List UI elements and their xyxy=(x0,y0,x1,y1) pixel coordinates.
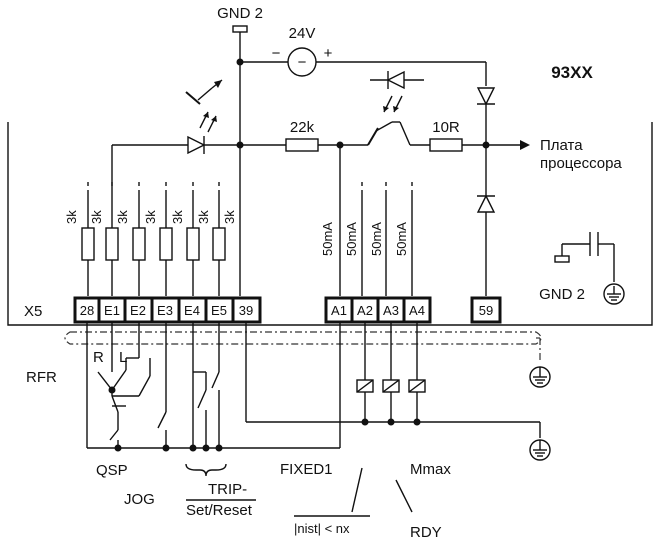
label-fixed1: FIXED1 xyxy=(280,461,333,478)
opto-input-transistor xyxy=(185,79,223,105)
terminal-A1: A1 xyxy=(324,296,354,324)
label-jog: JOG xyxy=(124,491,155,508)
terminal-E3: E3 xyxy=(150,296,181,324)
terminal-label: 59 xyxy=(479,303,493,318)
label-rfr: RFR xyxy=(26,369,57,386)
junction-dot xyxy=(413,418,421,426)
supply-minus-sign: − xyxy=(272,45,281,62)
label-qsp: QSP xyxy=(96,462,128,479)
supply-source: − xyxy=(287,47,317,77)
relay-pointer-lines xyxy=(351,467,413,513)
terminal-E5: E5 xyxy=(204,296,235,324)
label-nist: |nist| < nx xyxy=(294,521,350,536)
junction-dot xyxy=(162,444,170,452)
resistor-label-3k: 3k xyxy=(143,210,158,224)
cable-shield xyxy=(64,331,542,360)
terminal-E1: E1 xyxy=(97,296,127,324)
series-resistor-10R xyxy=(429,138,530,152)
output-label-line1: Плата xyxy=(540,137,583,154)
junction-dot xyxy=(189,444,197,452)
terminal-label: E2 xyxy=(130,303,146,318)
module-housing xyxy=(7,122,653,326)
resistor-label-3k: 3k xyxy=(222,210,237,224)
junction-dot xyxy=(215,444,223,452)
label-trip: TRIP- xyxy=(208,481,247,498)
supply-voltage-label: 24V xyxy=(289,25,316,42)
terminal-A2: A2 xyxy=(350,296,380,324)
gnd2-top-label: GND 2 xyxy=(217,5,263,22)
terminal-E2: E2 xyxy=(123,296,154,324)
terminal-label: A4 xyxy=(409,303,425,318)
terminal-label: 39 xyxy=(239,303,253,318)
resistor-label-3k: 3k xyxy=(89,210,104,224)
supply-plus-sign: + xyxy=(324,45,333,62)
terminal-A4: A4 xyxy=(402,296,432,324)
supply-source-symbol: − xyxy=(298,54,307,71)
gnd2-top-symbol xyxy=(232,25,248,62)
output-current-label: 50mA xyxy=(394,222,409,256)
label-set-reset: Set/Reset xyxy=(186,502,253,519)
output-current-label: 50mA xyxy=(369,222,384,256)
resistor-label-3k: 3k xyxy=(64,210,79,224)
terminal-label: E1 xyxy=(104,303,120,318)
earth-icon xyxy=(529,366,551,388)
base-resistor-22k xyxy=(240,138,368,152)
junction-dot xyxy=(202,444,210,452)
earth-icon xyxy=(529,439,551,461)
output-label-line2: процессора xyxy=(540,155,622,172)
junction-dot xyxy=(361,418,369,426)
terminal-label: A2 xyxy=(357,303,373,318)
resistor-label-3k: 3k xyxy=(115,210,130,224)
module-title: 93XX xyxy=(551,63,593,82)
terminal-59: 59 xyxy=(470,296,502,324)
terminal-label: 28 xyxy=(80,303,94,318)
protection-diodes xyxy=(476,87,496,296)
output-lines xyxy=(339,145,413,296)
junction-dot xyxy=(387,418,395,426)
supply-rail xyxy=(240,61,487,86)
label-rdy: RDY xyxy=(410,524,442,541)
junction-dot xyxy=(108,386,116,394)
connector-label: X5 xyxy=(24,303,42,320)
label-mmax: Mmax xyxy=(410,461,451,478)
terminal-label: A3 xyxy=(383,303,399,318)
junction-dot xyxy=(114,444,122,452)
terminal-label: E3 xyxy=(157,303,173,318)
gnd2-capacitor xyxy=(554,232,615,282)
label-r: R xyxy=(93,349,104,366)
output-current-label: 50mA xyxy=(344,222,359,256)
output-transistor xyxy=(367,121,430,146)
opto-output-led xyxy=(370,70,424,113)
output-current-label: 50mA xyxy=(320,222,335,256)
label-l: L xyxy=(119,349,127,366)
resistor-label-3k: 3k xyxy=(170,210,185,224)
base-resistor-label: 22k xyxy=(290,119,315,136)
gnd2-right-label: GND 2 xyxy=(539,286,585,303)
terminal-label: E4 xyxy=(184,303,200,318)
terminal-label: E5 xyxy=(211,303,227,318)
external-input-wiring xyxy=(86,322,541,449)
opto-input-led xyxy=(112,111,240,155)
terminal-39: 39 xyxy=(231,296,262,324)
input-resistor-bank xyxy=(81,145,226,296)
terminal-A3: A3 xyxy=(376,296,406,324)
series-resistor-label: 10R xyxy=(432,119,460,136)
junction-dot xyxy=(236,58,244,66)
resistor-label-3k: 3k xyxy=(196,210,211,224)
trip-brace xyxy=(185,463,227,477)
earth-icon xyxy=(603,283,625,305)
output-relays xyxy=(356,322,426,422)
terminal-label: A1 xyxy=(331,303,347,318)
terminal-E4: E4 xyxy=(177,296,208,324)
terminal-28: 28 xyxy=(73,296,101,324)
